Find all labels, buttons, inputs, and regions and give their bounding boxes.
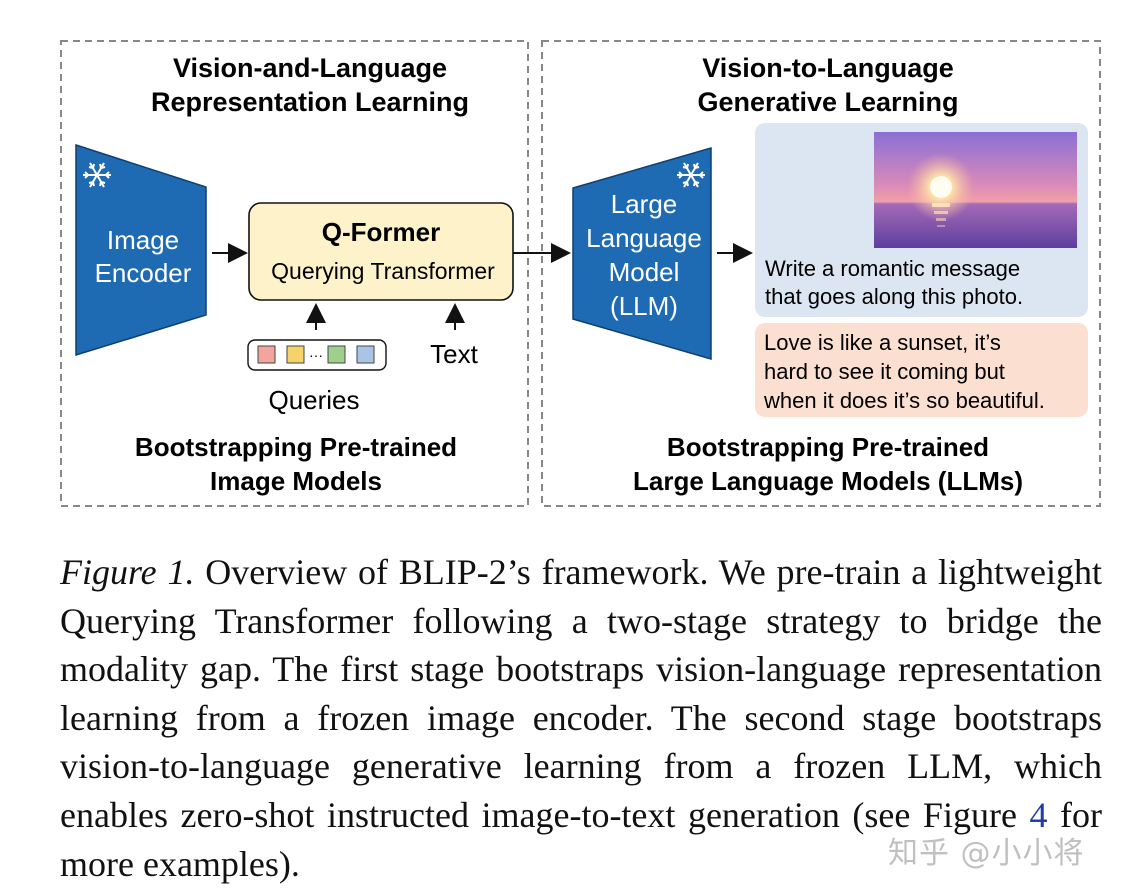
left-panel-bottom-line2: Image Models [210,466,382,496]
query-token [257,345,276,364]
left-panel-title-line2: Representation Learning [151,87,469,117]
left-panel-title-line1: Vision-and-Language [173,53,447,83]
queries-container [247,339,387,371]
blip2-framework-figure: Vision-and-Language Representation Learn… [60,40,1101,507]
right-panel-title-line1: Vision-to-Language [702,53,954,83]
watermark: 知乎 @小小将 [888,836,1085,871]
image-encoder-label-line2: Encoder [95,258,192,288]
caption-text-end: for more examples). [60,794,1102,884]
caption-text: Overview of BLIP-2’s framework. We pre-t… [60,552,1102,835]
queries-label: Queries [268,385,359,415]
qformer-subtitle: Querying Transformer [271,258,495,284]
response-line2: hard to see it coming but [764,359,1005,384]
queries-ellipsis: ··· [309,347,323,363]
query-token [286,345,305,364]
qformer-block [248,202,514,301]
right-panel-bottom-line2: Large Language Models (LLMs) [633,466,1023,496]
sunset-photo [874,132,1077,248]
response-line1: Love is like a sunset, it’s [764,330,1001,355]
response-line3: when it does it’s so beautiful. [763,388,1045,413]
text-input-label: Text [430,339,478,369]
query-token [356,345,375,364]
right-panel-border [541,40,1101,507]
figure-caption: Figure 1. Overview of BLIP-2’s framework… [60,548,1102,888]
llm-label-line3: Model [609,257,680,287]
figure-label: Figure 1. [60,552,195,592]
right-panel-bottom-line1: Bootstrapping Pre-trained [667,432,989,462]
left-panel-bottom-line1: Bootstrapping Pre-trained [135,432,457,462]
qformer-title: Q-Former [322,217,440,247]
llm-block [572,147,712,360]
query-token [327,345,346,364]
figure-reference-link[interactable]: 4 [1029,794,1048,835]
llm-label-line4: (LLM) [610,291,678,321]
snowflake-icon [677,162,705,188]
left-panel-border [60,40,529,507]
llm-label-line2: Language [586,223,702,253]
prompt-line1: Write a romantic message [765,256,1020,281]
right-panel-title-line2: Generative Learning [697,87,958,117]
response-box [755,323,1088,417]
snowflake-icon [83,162,111,188]
image-encoder-block [75,143,207,357]
llm-label-line1: Large [611,189,678,219]
prompt-line2: that goes along this photo. [765,284,1023,309]
image-encoder-label-line1: Image [107,225,179,255]
